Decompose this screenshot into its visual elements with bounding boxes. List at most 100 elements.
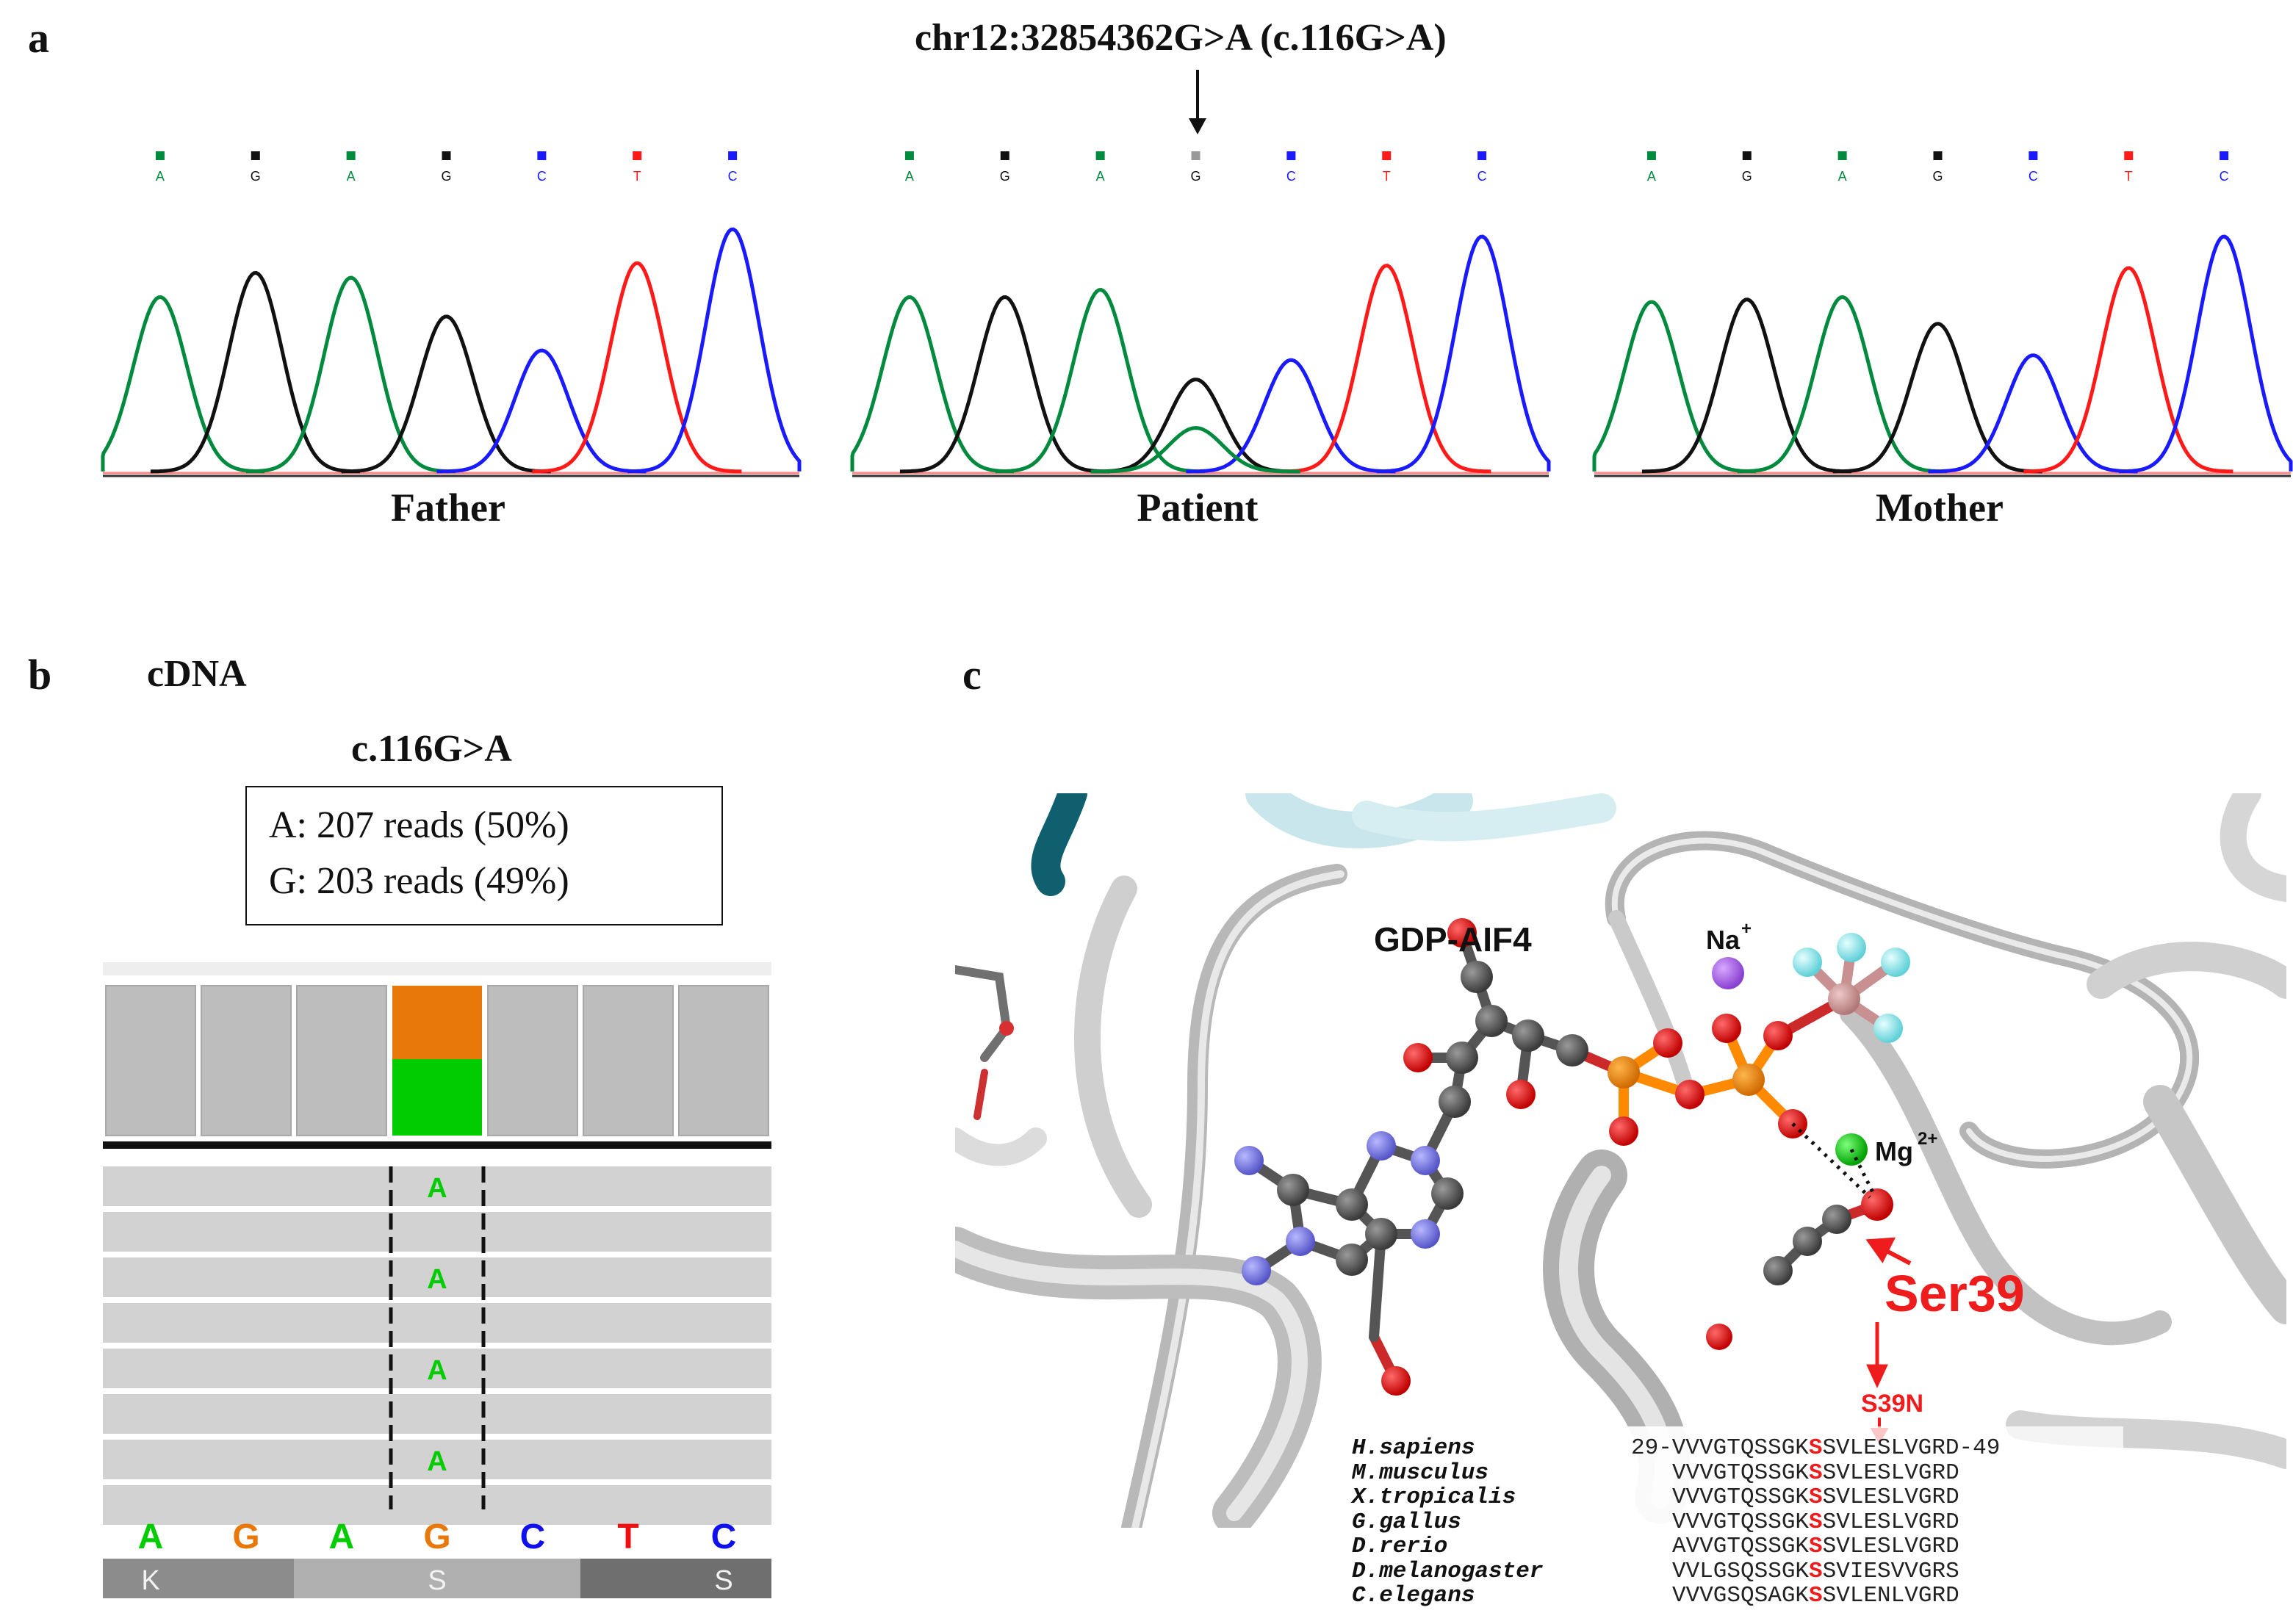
trace-label-father: Father [391, 486, 505, 530]
base-call-marker [251, 151, 260, 160]
base-call-marker [442, 151, 451, 160]
species-name: H.sapiens [1352, 1435, 1475, 1461]
base-call-marker [904, 151, 914, 160]
panel-c-letter: c [962, 651, 982, 699]
base-call-letter: A [905, 169, 914, 184]
alignment-row: X.tropicalis VVVGTQSSGKSSVLESLVGRD [1352, 1485, 2000, 1510]
track-separator [103, 1141, 771, 1149]
base-call-letter: A [1647, 169, 1656, 184]
coverage-bar [296, 985, 387, 1136]
read-row [103, 1440, 771, 1479]
sequence-post: SVLENLVGRD [1822, 1583, 1959, 1609]
base-call-letter: C [1286, 169, 1296, 184]
base-call-letter: T [633, 169, 641, 184]
base-call-letter: T [2125, 169, 2133, 184]
cdna-subtitle: cDNA [147, 653, 247, 695]
peak-C [1377, 234, 1551, 474]
trace-label-mother: Mother [1876, 486, 2004, 530]
sequence-post: SVLESLVGRD [1822, 1484, 1959, 1510]
peak-T [2023, 266, 2233, 474]
base-call-marker [633, 151, 642, 160]
species-name: M.musculus [1352, 1459, 1489, 1486]
codon-block [103, 1559, 294, 1598]
read-row [103, 1212, 771, 1252]
peak-A [850, 295, 1015, 474]
base-call-letter: C [2029, 169, 2038, 184]
base-call-letter: G [441, 169, 451, 184]
trace-label-patient: Patient [1137, 486, 1259, 530]
protein-ribbons [955, 793, 2286, 1528]
read-count-a: A: 207 reads (50%) [269, 804, 569, 846]
read-row [103, 1394, 771, 1434]
base-call-marker [2124, 151, 2134, 160]
species-name: D.melanogaster [1352, 1558, 1544, 1584]
read-mismatch-letter: A [427, 1355, 447, 1386]
peak-T [532, 261, 742, 474]
coverage-bar [678, 985, 769, 1136]
peak-G [1641, 297, 1851, 474]
ser39-arrow [1865, 1237, 1912, 1266]
conserved-site: S [1809, 1583, 1823, 1609]
read-row [103, 1349, 771, 1388]
species-name: D.rerio [1352, 1534, 1448, 1559]
sequence-post: SVLESLVGRD [1822, 1509, 1959, 1535]
read-row [103, 1257, 771, 1297]
read-mismatch-letter: A [427, 1173, 447, 1204]
amino-acid: S [714, 1565, 732, 1596]
conserved-site: S [1809, 1558, 1823, 1584]
protein-structure-view: GDP-AIF4 Na + Mg 2+ Ser39 S39N [955, 793, 2286, 1528]
coverage-bar [201, 985, 292, 1136]
sequence-pre: VVVGTQSSGK [1672, 1484, 1810, 1510]
base-call-marker [1286, 151, 1296, 160]
peak-A [1737, 295, 1947, 474]
base-call-marker [2029, 151, 2038, 160]
reference-base: A [329, 1517, 355, 1556]
read-count-box: A: 207 reads (50%) G: 203 reads (49%) [245, 786, 723, 925]
codon-block [580, 1559, 771, 1598]
ser39-label: Ser39 [1885, 1265, 2025, 1322]
conserved-site: S [1809, 1534, 1823, 1559]
peak-G [899, 295, 1109, 474]
base-call-marker [1382, 151, 1392, 160]
read-mismatch-letter: A [427, 1446, 447, 1477]
peak-G [1832, 322, 2042, 474]
peak-C [2119, 234, 2293, 474]
peak-A-heterozygous [1090, 426, 1300, 474]
sequence-pre: AVVGTQSSGK [1672, 1534, 1810, 1559]
variant-arrow [1189, 70, 1206, 134]
base-call-marker [1477, 151, 1487, 160]
peak-G [341, 314, 551, 474]
base-call-marker [1742, 151, 1752, 160]
read-row [103, 1485, 771, 1525]
base-call-marker [1646, 151, 1656, 160]
s39n-arrow [1866, 1322, 1888, 1389]
sequence-post: SVIESVVGRS [1822, 1558, 1959, 1584]
base-call-letter: G [1932, 169, 1943, 184]
panel-a-letter: a [28, 14, 49, 62]
base-call-letter: T [1383, 169, 1391, 184]
species-name: G.gallus [1352, 1509, 1461, 1535]
peak-A [101, 295, 265, 474]
reference-base: C [711, 1517, 737, 1556]
conserved-site: S [1809, 1484, 1823, 1510]
amino-acid: S [428, 1565, 446, 1596]
sequence-pre: VVLGSQSSGK [1672, 1558, 1810, 1584]
coverage-bar [583, 985, 674, 1136]
base-call-letter: C [537, 169, 547, 184]
base-call-marker [1000, 151, 1009, 160]
base-call-marker [1095, 151, 1105, 160]
s39n-label: S39N [1861, 1390, 1923, 1418]
peak-G [150, 270, 360, 474]
reference-base: A [138, 1517, 164, 1556]
mg-label: Mg [1875, 1136, 1913, 1166]
codon-block [294, 1559, 580, 1598]
species-name: X.tropicalis [1352, 1484, 1516, 1510]
reference-base: T [617, 1517, 638, 1556]
base-call-letter: A [1096, 169, 1105, 184]
ligand-atoms [1234, 918, 1910, 1396]
